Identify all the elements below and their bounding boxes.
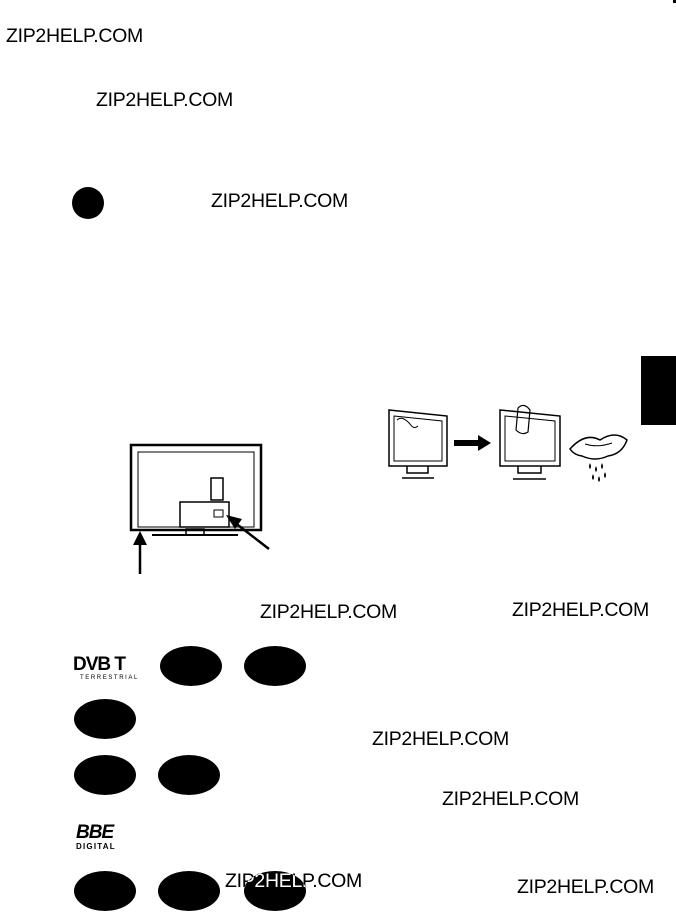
feature-icon (74, 755, 136, 795)
feature-icon (244, 646, 306, 686)
section-bullet-icon (72, 187, 104, 219)
bbe-digital-logo: BBE DIGITAL (76, 822, 116, 851)
feature-icon (74, 871, 136, 911)
watermark-text: ZIP2HELP.COM (260, 601, 397, 623)
feature-icon (158, 871, 220, 911)
watermark-text: ZIP2HELP.COM (442, 788, 579, 810)
dvb-t-logo: DVB T TERRESTRIAL (73, 654, 139, 681)
corner-mark (673, 0, 676, 3)
watermark-text: ZIP2HELP.COM (211, 190, 348, 212)
bbe-logo-text: BBE (76, 822, 115, 843)
feature-icon (74, 699, 136, 739)
feature-icon (160, 646, 222, 686)
chapter-tab (641, 356, 676, 425)
watermark-text: ZIP2HELP.COM (225, 870, 362, 892)
bbe-logo-subtext: DIGITAL (76, 842, 116, 851)
watermark-text: ZIP2HELP.COM (517, 876, 654, 898)
dvb-logo-text: DVB T (73, 654, 126, 675)
feature-icon (158, 755, 220, 795)
watermark-text: ZIP2HELP.COM (96, 89, 233, 111)
watermark-text: ZIP2HELP.COM (512, 599, 649, 621)
dvb-logo-subtext: TERRESTRIAL (80, 675, 139, 681)
watermark-text: ZIP2HELP.COM (372, 728, 509, 750)
feature-icon (244, 871, 306, 911)
watermark-text: ZIP2HELP.COM (6, 25, 143, 47)
